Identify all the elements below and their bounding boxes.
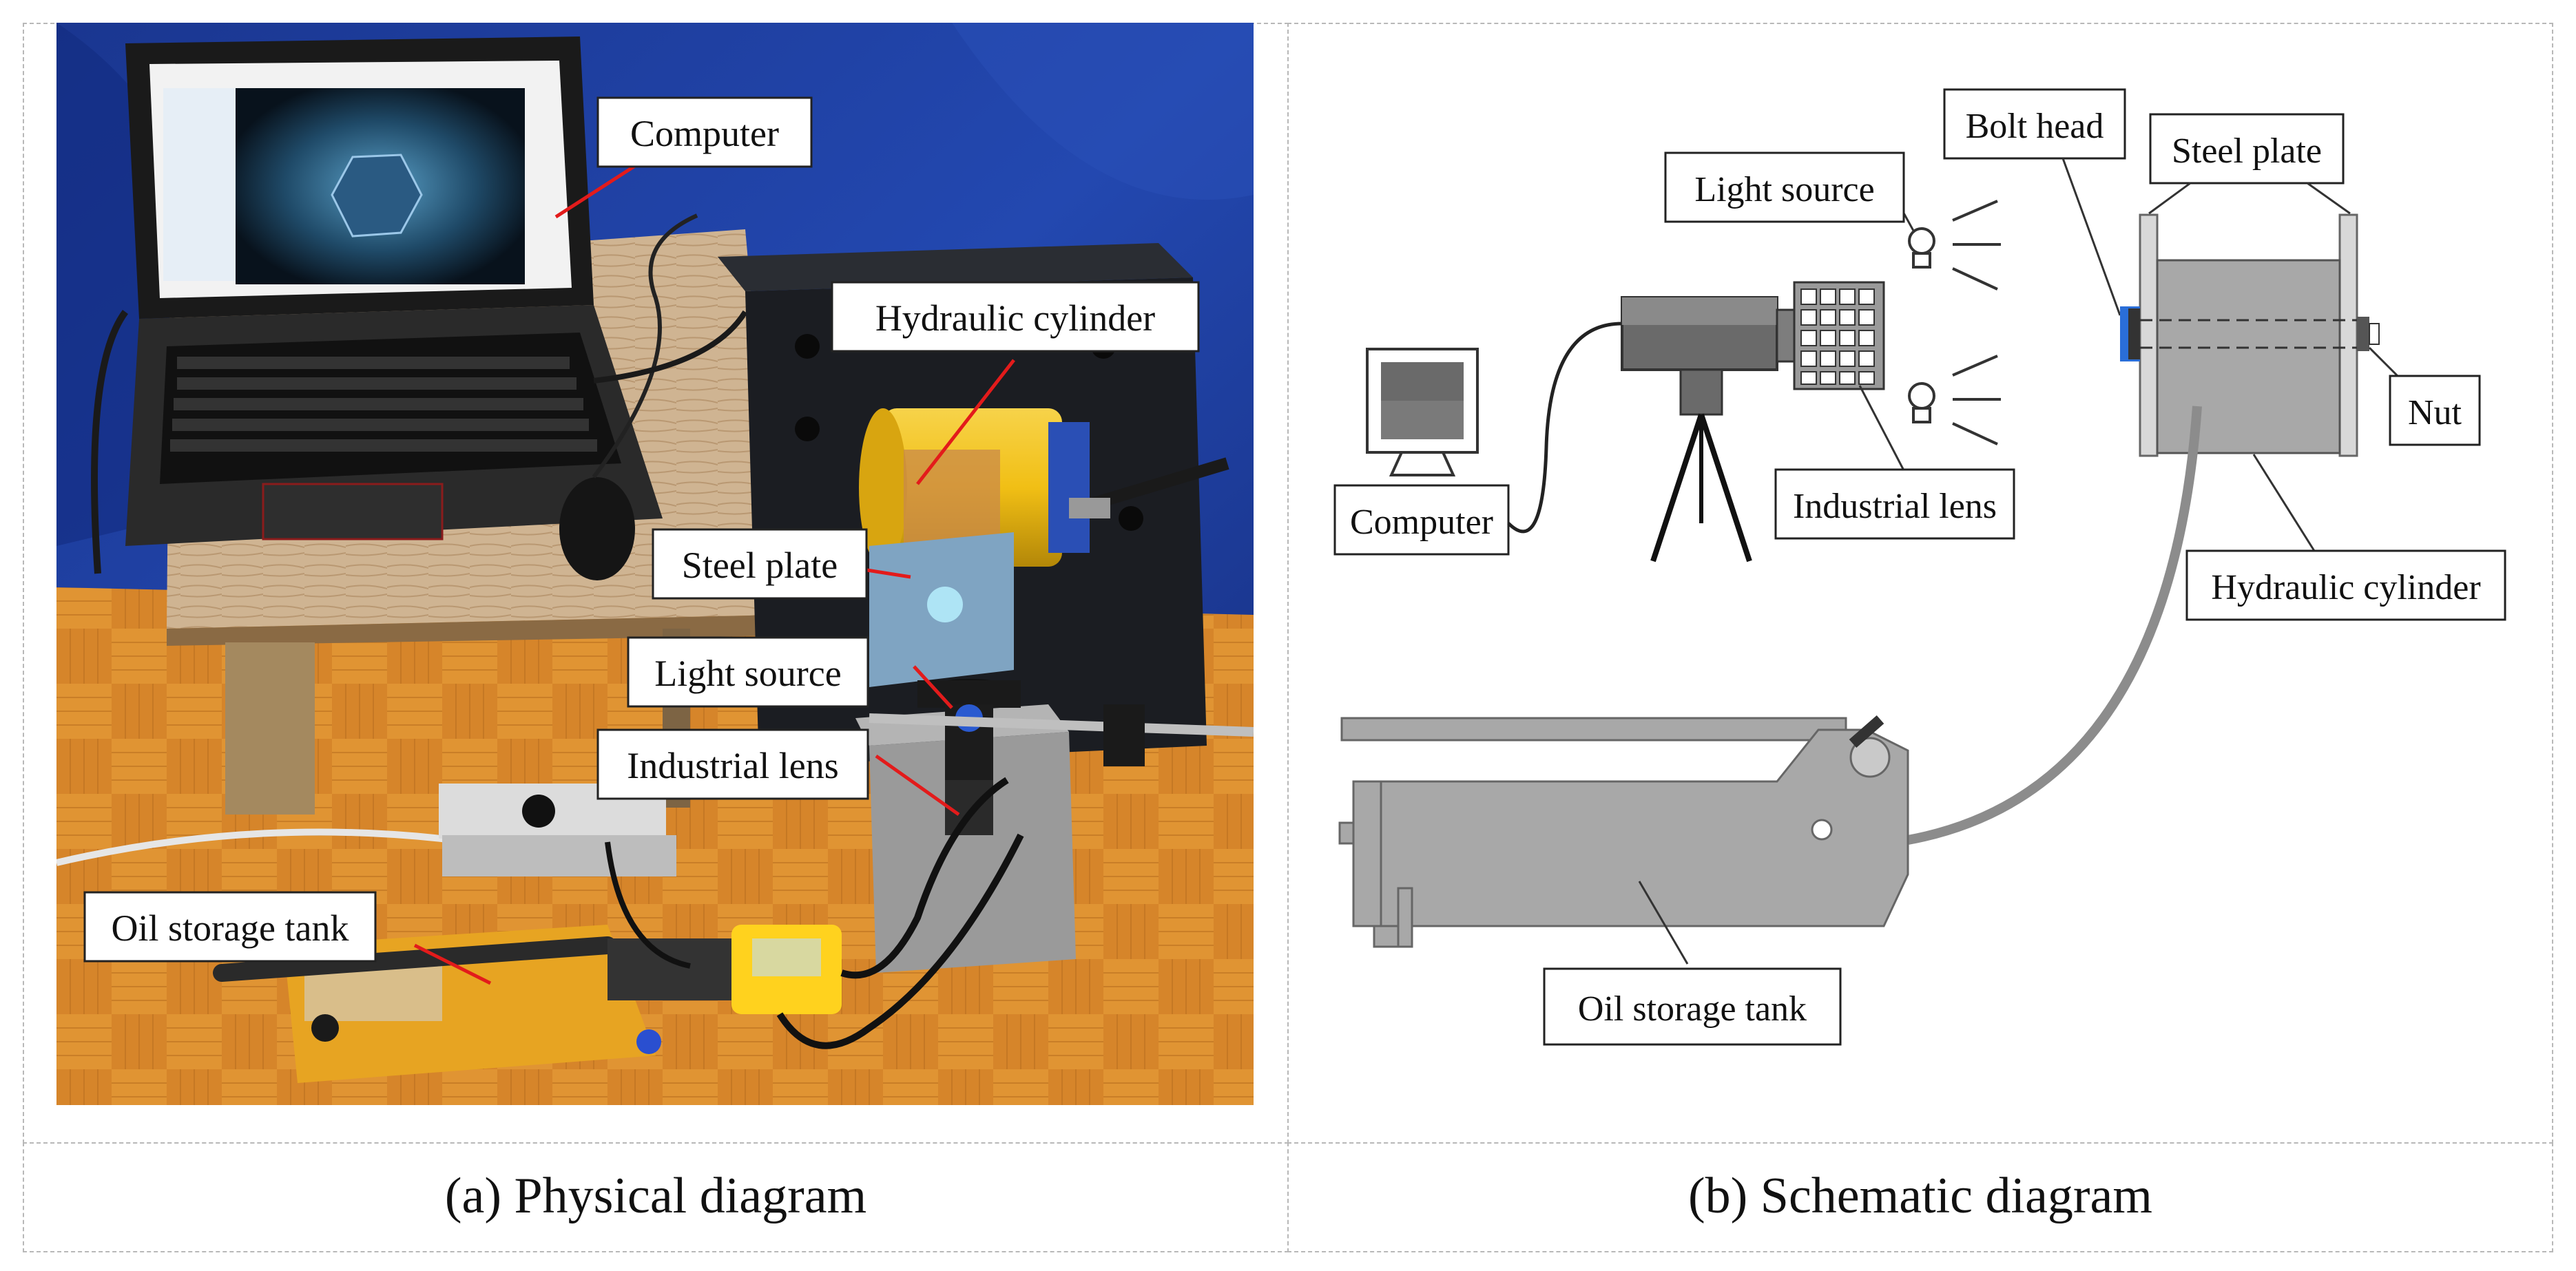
label-box-industrial-lens-b — [1774, 468, 2015, 540]
label-box-steel-plate-b — [2149, 113, 2345, 185]
physical-photo — [56, 23, 1254, 1105]
label-box-bolt-head — [1943, 88, 2126, 160]
mouse — [559, 477, 635, 580]
label-computer-a: Computer — [630, 113, 779, 154]
panel-b-caption-cell — [1287, 1142, 2553, 1252]
label-steel-plate-b: Steel plate — [2172, 132, 2322, 171]
schematic-pump — [1338, 715, 1909, 948]
hand-pump — [213, 925, 731, 1083]
caption-schematic: (b) Schematic diagram — [1688, 1168, 2152, 1224]
label-box-oil-storage-tank — [83, 891, 377, 963]
schematic: Computer — [1333, 88, 2506, 1046]
label-industrial-lens-a: Industrial lens — [627, 745, 838, 786]
hydraulic-cylinder — [859, 408, 1229, 567]
label-oil-storage-tank-b: Oil storage tank — [1578, 989, 1807, 1029]
schematic-cylinder — [2120, 213, 2380, 457]
label-box-light-source-b — [1664, 151, 1905, 223]
label-box-industrial-lens — [596, 728, 869, 800]
label-bolt-head-b: Bolt head — [1966, 107, 2104, 146]
camera-assembly — [869, 679, 1254, 835]
caption-physical: (a) Physical diagram — [444, 1168, 867, 1224]
industrial-camera — [1621, 296, 1796, 563]
label-box-light-source — [627, 636, 869, 708]
label-light-source-b: Light source — [1694, 170, 1874, 209]
label-box-hydraulic-cylinder-b — [2185, 549, 2506, 621]
label-hydraulic-cylinder-b: Hydraulic cylinder — [2211, 568, 2480, 607]
label-steel-plate-a: Steel plate — [682, 545, 838, 586]
label-nut-b: Nut — [2408, 393, 2462, 432]
light-source-icons — [1908, 200, 2001, 445]
label-box-steel-plate — [652, 528, 868, 600]
label-box-computer-b — [1333, 484, 1510, 556]
label-light-source-a: Light source — [654, 653, 841, 694]
label-box-nut — [2389, 375, 2481, 446]
hydraulic-hose — [1907, 406, 2202, 845]
computer-monitor — [1366, 348, 1479, 476]
label-box-hydraulic-cylinder — [831, 281, 1200, 353]
label-industrial-lens-b: Industrial lens — [1793, 487, 1997, 526]
label-box-oil-storage-tank-b — [1543, 967, 1842, 1046]
label-oil-storage-tank-a: Oil storage tank — [112, 907, 349, 949]
lens-grid — [1793, 281, 1885, 390]
label-computer-b: Computer — [1350, 503, 1493, 542]
laptop — [125, 36, 663, 546]
label-hydraulic-cylinder-a: Hydraulic cylinder — [875, 297, 1155, 339]
label-box-computer — [596, 96, 813, 168]
